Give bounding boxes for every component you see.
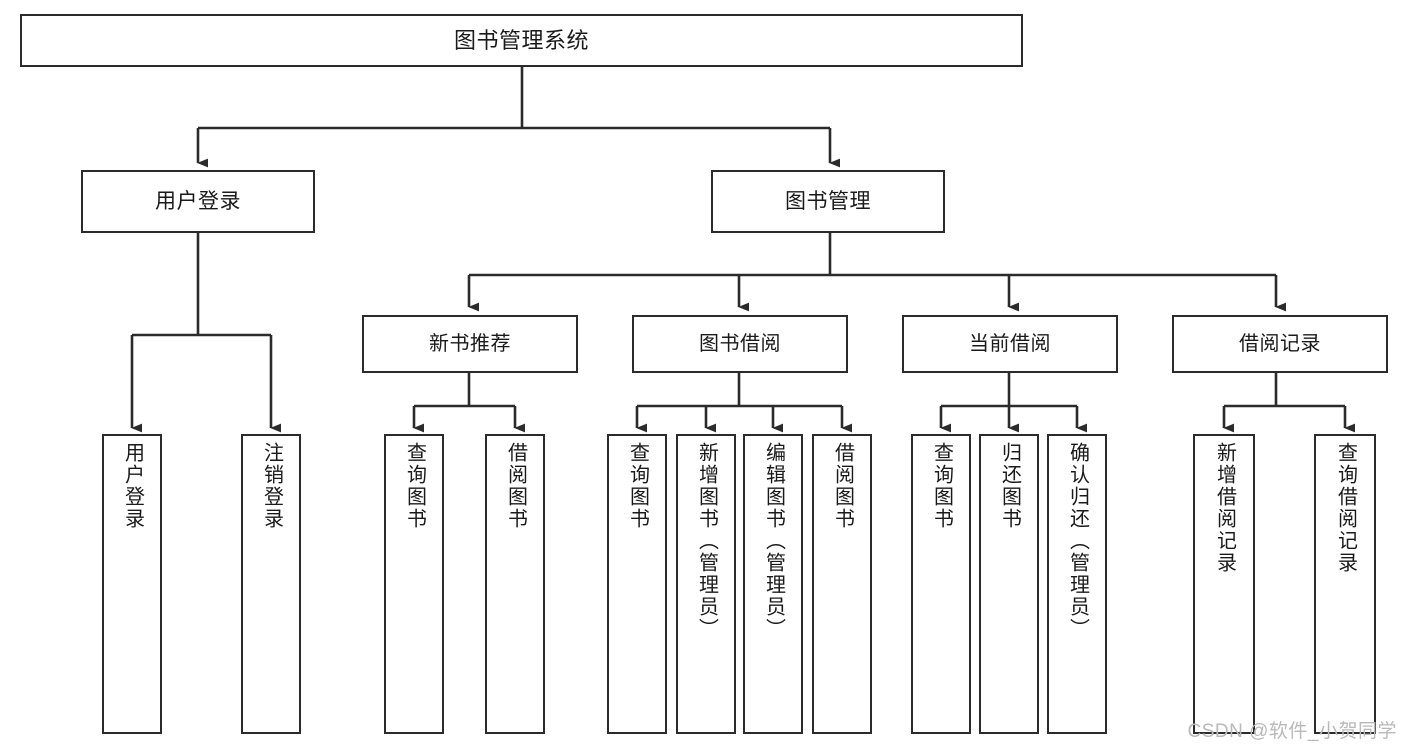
node-label: 新增图书（管理员） <box>695 442 718 640</box>
node-label: 借阅图书 <box>831 442 854 530</box>
node-current-borrow[interactable]: 当前借阅 <box>902 315 1118 373</box>
node-label: 用户登录 <box>155 189 241 213</box>
leaf-record-query-borrow-record[interactable]: 查询借阅记录 <box>1314 434 1376 734</box>
node-new-book-recommend[interactable]: 新书推荐 <box>362 315 578 373</box>
leaf-new-book-query-book[interactable]: 查询图书 <box>384 434 444 734</box>
node-label: 借阅图书 <box>504 442 527 530</box>
node-label: 用户登录 <box>121 442 144 530</box>
leaf-user-login-signout[interactable]: 注销登录 <box>241 434 301 734</box>
leaf-borrow-add-book-admin[interactable]: 新增图书（管理员） <box>676 434 736 734</box>
node-label: 归还图书 <box>998 442 1021 530</box>
watermark: CSDN @软件_小贺同学 <box>1187 721 1397 742</box>
node-user-login[interactable]: 用户登录 <box>81 170 315 233</box>
leaf-borrow-edit-book-admin[interactable]: 编辑图书（管理员） <box>743 434 803 734</box>
leaf-current-query-book[interactable]: 查询图书 <box>911 434 971 734</box>
node-label: 新增借阅记录 <box>1213 442 1236 574</box>
node-label: 当前借阅 <box>969 332 1051 355</box>
leaf-record-add-borrow-record[interactable]: 新增借阅记录 <box>1193 434 1255 734</box>
node-book-management[interactable]: 图书管理 <box>711 170 945 233</box>
node-label: 借阅记录 <box>1239 332 1321 355</box>
node-borrow-record[interactable]: 借阅记录 <box>1172 315 1388 373</box>
node-label: 查询借阅记录 <box>1334 442 1357 574</box>
leaf-borrow-query-book[interactable]: 查询图书 <box>607 434 667 734</box>
leaf-current-confirm-return-admin[interactable]: 确认归还（管理员） <box>1047 434 1107 734</box>
leaf-user-login-signin[interactable]: 用户登录 <box>102 434 162 734</box>
leaf-borrow-borrow-book[interactable]: 借阅图书 <box>812 434 872 734</box>
leaf-current-return-book[interactable]: 归还图书 <box>979 434 1039 734</box>
node-book-borrow[interactable]: 图书借阅 <box>632 315 848 373</box>
node-label: 注销登录 <box>260 442 283 530</box>
leaf-new-book-borrow-book[interactable]: 借阅图书 <box>485 434 545 734</box>
node-label: 编辑图书（管理员） <box>762 442 785 640</box>
node-label: 查询图书 <box>403 442 426 530</box>
node-label: 查询图书 <box>626 442 649 530</box>
node-label: 图书借阅 <box>699 332 781 355</box>
node-label: 确认归还（管理员） <box>1066 442 1089 640</box>
node-label: 图书管理 <box>785 189 871 213</box>
node-root-book-management-system[interactable]: 图书管理系统 <box>20 14 1023 67</box>
node-label: 新书推荐 <box>429 332 511 355</box>
node-label: 查询图书 <box>930 442 953 530</box>
node-label: 图书管理系统 <box>453 27 589 53</box>
